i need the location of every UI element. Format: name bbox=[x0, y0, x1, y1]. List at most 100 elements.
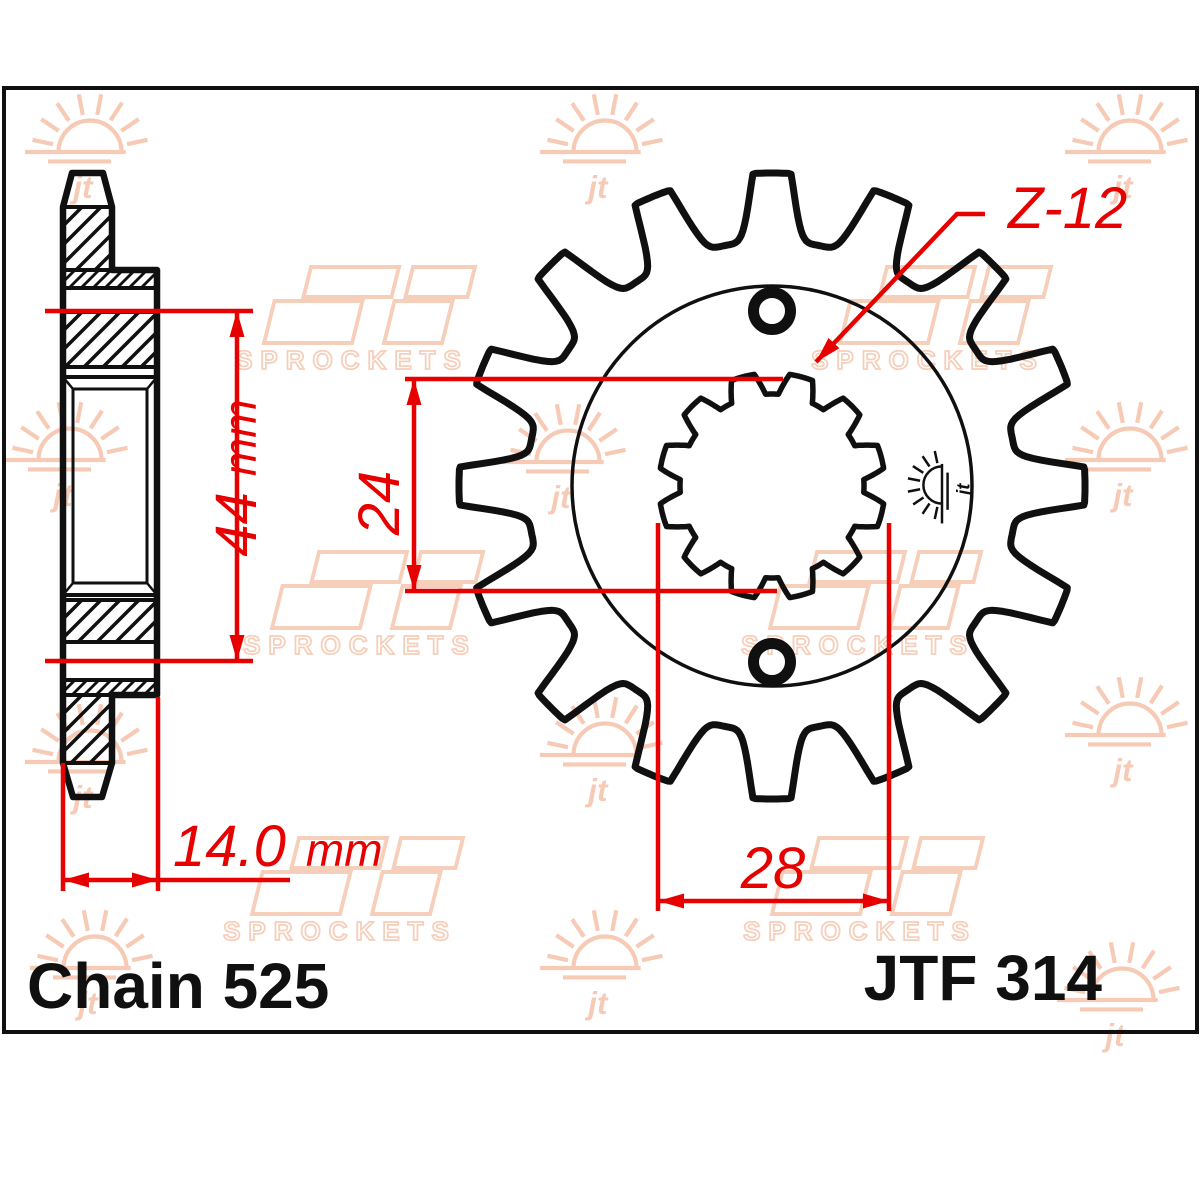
sun-ray bbox=[1160, 117, 1180, 133]
hatch-line bbox=[155, 693, 158, 696]
jt-glyph-part bbox=[391, 836, 466, 870]
sun-semicircle bbox=[922, 465, 943, 505]
sun-ray bbox=[1072, 445, 1094, 455]
jt-glyph-part bbox=[381, 299, 456, 345]
dimension-arrowhead bbox=[406, 379, 422, 405]
sun-ray bbox=[1148, 101, 1164, 122]
hatch-line bbox=[61, 310, 84, 333]
jt-letters: jt bbox=[1109, 752, 1134, 788]
hatch-line bbox=[61, 693, 103, 735]
jt-sprockets-watermark: SPROCKETS bbox=[222, 836, 466, 947]
sun-ray bbox=[125, 933, 145, 949]
sun-ray bbox=[1095, 102, 1111, 122]
sun-semicircle bbox=[1088, 966, 1156, 1001]
hatch-line bbox=[143, 681, 158, 696]
sun-ray bbox=[604, 447, 626, 457]
sun-semicircle bbox=[534, 428, 602, 463]
sun-ray bbox=[555, 933, 575, 949]
bolt-hole bbox=[748, 287, 796, 335]
jt-glyph-part bbox=[979, 265, 1054, 299]
jt-glyph bbox=[767, 550, 984, 630]
sun-ray bbox=[88, 409, 104, 430]
dimension-arrowhead bbox=[63, 872, 89, 888]
hatch-line bbox=[62, 679, 76, 693]
dimension-arrowhead bbox=[229, 311, 245, 337]
hatch-line bbox=[107, 679, 124, 696]
sun-ray bbox=[113, 917, 129, 938]
sun-ray bbox=[573, 403, 582, 426]
hatch-line bbox=[80, 269, 100, 289]
hatch-fill bbox=[62, 269, 158, 289]
jt-glyph-part bbox=[301, 265, 402, 299]
sun-ray bbox=[547, 740, 569, 750]
hatch-line bbox=[114, 599, 159, 644]
sun-ray bbox=[108, 101, 124, 122]
sun-ray bbox=[1080, 117, 1100, 133]
sun-ray bbox=[1166, 137, 1188, 147]
hatch-fill bbox=[61, 310, 159, 369]
jt-letters: jt bbox=[584, 772, 609, 808]
jt-glyph-part bbox=[887, 584, 962, 630]
window-corner-line bbox=[62, 376, 74, 390]
hatch-line bbox=[61, 205, 84, 228]
hub-width-unit: mm bbox=[214, 399, 266, 476]
sprocket-side-section-view bbox=[59, 169, 161, 801]
sun-ray bbox=[40, 727, 60, 743]
drawing-border bbox=[2, 86, 1199, 1034]
sun-ray bbox=[1135, 401, 1144, 424]
sun-ray bbox=[45, 933, 65, 949]
sun-ray bbox=[623, 101, 639, 122]
hatch-line bbox=[152, 283, 158, 289]
sun-ray bbox=[1095, 685, 1111, 705]
jt-sprockets-watermark: SPROCKETS bbox=[742, 836, 986, 947]
sun-ray bbox=[533, 412, 549, 432]
hatch-fill bbox=[61, 205, 114, 272]
sun-semicircle bbox=[571, 721, 639, 756]
jt-glyph-part bbox=[261, 299, 366, 345]
sun-ray bbox=[1166, 445, 1188, 455]
sun-ray bbox=[81, 909, 90, 932]
hatch-line bbox=[71, 679, 88, 696]
spline-outer-dimension: 28 bbox=[740, 836, 806, 901]
jt-glyph-part bbox=[403, 265, 478, 299]
jt-letters: jt bbox=[1109, 169, 1134, 205]
sun-ray bbox=[921, 455, 931, 468]
sun-ray bbox=[598, 427, 618, 443]
sun-ray bbox=[1160, 425, 1180, 441]
hatch-line bbox=[120, 330, 159, 369]
sun-ray bbox=[1116, 401, 1125, 424]
overall-width-value: 14.0 bbox=[173, 814, 286, 879]
sun-semicircle bbox=[1096, 426, 1164, 461]
sun-semicircle bbox=[1096, 701, 1164, 736]
sun-ray bbox=[1072, 137, 1094, 147]
hub-window-inner bbox=[71, 387, 149, 585]
sun-ray bbox=[610, 909, 619, 932]
hatch-line bbox=[61, 213, 114, 266]
hatch-line bbox=[61, 205, 103, 247]
sun-ray bbox=[554, 403, 563, 426]
sun-ray bbox=[32, 137, 54, 147]
jt-sun-watermark-icon: jt bbox=[1056, 941, 1180, 1053]
jt-glyph-part bbox=[837, 299, 942, 345]
hub-width-dimension: 44mm bbox=[204, 399, 269, 556]
hatch-line bbox=[152, 637, 159, 644]
hatch-fill bbox=[61, 598, 159, 644]
bolt-hole bbox=[748, 638, 796, 686]
jt-glyph-part bbox=[289, 836, 390, 870]
dimension-arrowhead bbox=[406, 565, 422, 591]
sun-ray bbox=[610, 696, 619, 719]
sun-ray bbox=[1166, 720, 1188, 730]
jt-sun-watermark-icon: jt bbox=[539, 909, 663, 1021]
hatch-fill bbox=[61, 693, 114, 765]
sun-ray bbox=[591, 909, 600, 932]
jt-glyph bbox=[769, 836, 986, 916]
sun-ray bbox=[1080, 425, 1100, 441]
sun-ray bbox=[1116, 676, 1125, 699]
jt-glyph-part bbox=[249, 870, 354, 916]
sun-ray bbox=[55, 102, 71, 122]
hatch-line bbox=[95, 598, 141, 644]
sun-ray bbox=[126, 747, 148, 757]
sun-ray bbox=[95, 93, 104, 116]
hatch-line bbox=[107, 758, 114, 765]
